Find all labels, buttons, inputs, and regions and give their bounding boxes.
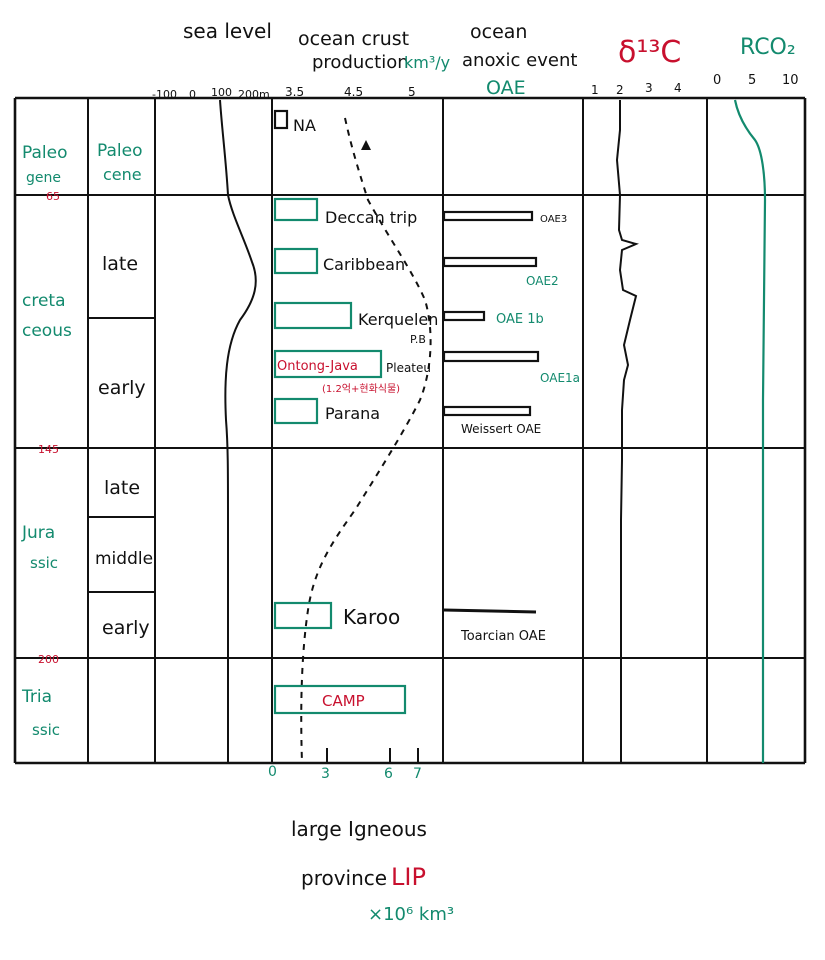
- rco2-tick: 10: [782, 73, 799, 88]
- age-label-200: 200: [38, 653, 59, 666]
- footer-line1: large Igneous: [291, 817, 427, 841]
- period-label: ssic: [30, 554, 58, 572]
- sea-level-tick: 0: [189, 88, 196, 101]
- crust-tick: 5: [408, 85, 416, 99]
- footer-line2: province: [301, 866, 387, 890]
- oae-bar-oae3: [442, 210, 534, 222]
- delta13c-curve: [615, 100, 639, 763]
- age-label-65: 65: [46, 190, 60, 203]
- lip-label: NA: [293, 116, 316, 135]
- period-label: Jura: [21, 523, 55, 543]
- lip-label: Parana: [325, 404, 380, 423]
- sea-level-header: sea level: [183, 19, 272, 43]
- lip-bar-kerquelen: [273, 301, 353, 330]
- lip-label-extra: P.B: [410, 333, 426, 346]
- period-label: gene: [26, 170, 61, 186]
- lip-label: Karoo: [343, 605, 400, 629]
- ocean-crust-arrow-icon: [361, 140, 371, 150]
- rco2-tick: 0: [713, 73, 721, 88]
- oae-bar-weissert: [442, 405, 532, 417]
- delta13c-header: δ¹³C: [618, 35, 681, 70]
- delta-tick: 3: [645, 81, 653, 95]
- period-label: ceous: [22, 321, 72, 341]
- epoch-label: early: [102, 617, 150, 639]
- lip-label: Deccan trip: [325, 208, 417, 227]
- epoch-label: Paleo: [97, 141, 143, 161]
- epoch-label: middle: [95, 549, 153, 569]
- oae-label: OAE 1b: [496, 312, 544, 327]
- delta-tick: 4: [674, 81, 682, 95]
- lip-bar-karoo: [273, 601, 333, 630]
- sea-level-curve: [219, 99, 257, 763]
- period-label: Tria: [21, 687, 52, 707]
- lip-bar-camp: [273, 684, 407, 715]
- ontong-java-note: (1.2억+현화식물): [322, 383, 400, 395]
- oae-bar-oae2: [442, 256, 538, 268]
- lip-bar-ontong-java: [273, 349, 383, 379]
- age-label-145: 145: [38, 443, 59, 456]
- ocean-crust-unit: km³/y: [404, 53, 450, 72]
- epoch-label: late: [102, 253, 138, 275]
- lip-label: Caribbean: [323, 255, 405, 274]
- lip-bar-na: [273, 109, 289, 130]
- oae-bar-toarcian: [443, 608, 537, 614]
- oae-label: OAE3: [540, 214, 567, 225]
- lip-bars: [273, 109, 407, 715]
- oae-labels: OAE3 OAE2 OAE 1b OAE1a Weissert OAE Toar…: [460, 214, 580, 644]
- oae-label: Weissert OAE: [461, 422, 541, 436]
- lip-tick-label: 0: [268, 764, 277, 780]
- rco2-axis: 0 5 10: [713, 73, 799, 88]
- sea-level-tick: 100: [211, 86, 232, 99]
- epoch-labels: Paleo cene late early late middle early: [95, 141, 153, 639]
- lip-tick-label: 6: [384, 766, 393, 782]
- lip-labels: NA Deccan trip Caribbean Kerquelen P.B O…: [277, 116, 438, 710]
- ocean-crust-curve: [300, 117, 432, 764]
- epoch-label: early: [98, 377, 146, 399]
- epoch-label: cene: [103, 165, 142, 184]
- crust-tick: 3.5: [285, 85, 304, 99]
- period-label: creta: [22, 291, 66, 311]
- lip-tick-label: 3: [321, 766, 330, 782]
- delta-tick: 1: [591, 83, 599, 97]
- crust-axis: 3.5 4.5 5: [285, 85, 416, 99]
- lip-bar-deccan: [273, 197, 319, 222]
- rco2-header: RCO₂: [740, 35, 796, 60]
- oae-header-line3: OAE: [486, 77, 526, 99]
- lip-label: Kerquelen: [358, 310, 438, 329]
- oae-bar-oae1a: [442, 350, 540, 363]
- delta13c-axis: 1 2 3 4: [591, 81, 682, 97]
- rco2-curve: [733, 99, 767, 763]
- lip-label-extra: Pleateu: [386, 361, 431, 375]
- oae-label: Toarcian OAE: [460, 629, 546, 644]
- period-label: ssic: [32, 721, 60, 739]
- lip-tick-label: 7: [413, 766, 422, 782]
- table-frame: [13, 96, 807, 765]
- footer-lip: LIP: [391, 863, 426, 891]
- lip-axis: 0 3 6 7: [268, 748, 422, 782]
- crust-tick: 4.5: [344, 85, 363, 99]
- period-label: Paleo: [22, 143, 68, 163]
- footer-unit: ×10⁶ km³: [368, 904, 454, 925]
- ocean-crust-header-line2: production: [312, 52, 409, 73]
- lip-bar-caribbean: [273, 247, 319, 275]
- oae-label: OAE1a: [540, 371, 580, 385]
- lip-bar-parana: [273, 397, 319, 425]
- oae-header-line1: ocean: [470, 21, 527, 43]
- ocean-crust-header-line1: ocean crust: [298, 28, 409, 50]
- oae-label: OAE2: [526, 274, 559, 288]
- oae-bar-oae1b: [442, 310, 486, 322]
- oae-header-line2: anoxic event: [462, 50, 577, 71]
- epoch-label: late: [104, 477, 140, 499]
- lip-label: CAMP: [322, 692, 365, 710]
- rco2-tick: 5: [748, 73, 756, 88]
- period-labels: Paleo gene creta ceous Jura ssic Tria ss…: [21, 143, 72, 739]
- lip-label: Ontong-Java: [277, 359, 358, 374]
- delta-tick: 2: [616, 83, 624, 97]
- oae-bars: [442, 210, 540, 614]
